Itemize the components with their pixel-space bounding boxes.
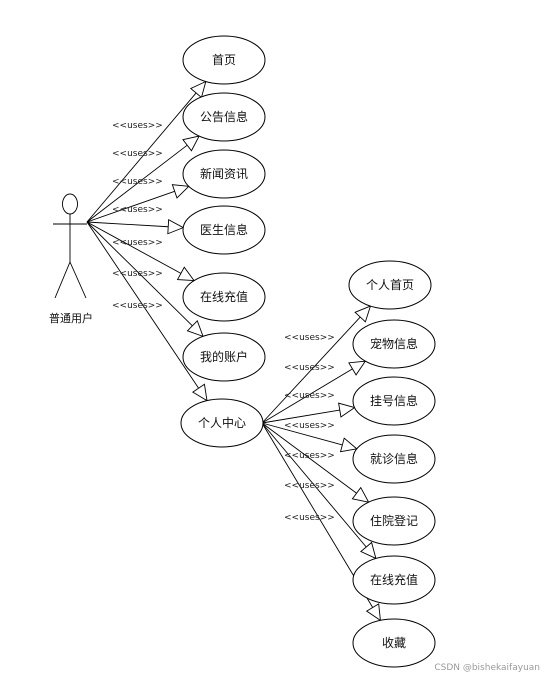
actor-figure: [53, 193, 87, 299]
use-case-label: 个人首页: [366, 278, 414, 292]
uses-label: <<uses>>: [284, 513, 335, 523]
uses-label: <<uses>>: [284, 391, 335, 401]
actor-link-arrowhead: [189, 80, 207, 99]
use-case-profile: 个人首页: [348, 260, 432, 310]
uses-label: <<uses>>: [112, 149, 163, 159]
use-case-label: 首页: [212, 53, 236, 67]
center-link-line: [261, 422, 367, 548]
use-case-recharge2: 在线充值: [352, 555, 436, 605]
actor-link-line: [86, 190, 175, 223]
use-case-ellipse: [180, 398, 264, 448]
use-case-pet: 宠物信息: [352, 319, 436, 369]
center-link-arrowhead: [360, 541, 377, 560]
actor-link-line: [86, 144, 188, 223]
uses-label: <<uses>>: [112, 238, 163, 248]
center-link-arrowhead: [348, 360, 367, 376]
actor-left-leg: [54, 261, 71, 299]
uses-label: <<uses>>: [112, 205, 163, 215]
center-link-arrowhead: [338, 402, 356, 418]
center-link-line: [261, 422, 357, 494]
actor-link-arrowhead: [191, 383, 208, 402]
use-case-label: 在线充值: [370, 572, 418, 587]
use-case-ellipse: [182, 272, 266, 322]
use-case-news: 新闻资讯: [182, 149, 266, 199]
use-case-label: 个人中心: [198, 415, 246, 430]
watermark: CSDN @bishekaifayuan: [434, 663, 540, 673]
use-case-label: 收藏: [382, 636, 406, 650]
uses-label: <<uses>>: [284, 333, 335, 343]
uses-label: <<uses>>: [284, 421, 335, 431]
use-case-recharge: 在线充值: [182, 272, 266, 322]
use-case-ellipse: [352, 376, 436, 426]
actor-link-line: [86, 92, 197, 223]
center-link-line: [261, 422, 343, 446]
actor-right-leg: [69, 261, 87, 299]
uses-label: <<uses>>: [112, 269, 163, 279]
use-case-ellipse: [182, 35, 266, 85]
uses-label: <<uses>>: [284, 451, 335, 461]
use-case-label: 新闻资讯: [200, 166, 248, 181]
center-link-arrowhead: [365, 603, 381, 622]
use-case-doctor: 医生信息: [182, 205, 266, 255]
center-link-line: [261, 409, 340, 424]
use-case-ellipse: [352, 555, 436, 605]
actor-link-arrowhead: [182, 135, 200, 152]
center-link-arrowhead: [339, 437, 358, 453]
use-case-visit: 就诊信息: [352, 434, 436, 484]
use-case-favorite: 收藏: [352, 618, 436, 668]
use-case-ellipse: [182, 332, 266, 382]
use-case-label: 在线充值: [200, 289, 248, 304]
actor-link-arrowhead: [176, 266, 195, 282]
actor-link-arrowhead: [167, 219, 185, 235]
center-link-arrowhead: [351, 486, 370, 503]
use-case-label: 住院登记: [370, 513, 418, 528]
actor-link-line: [86, 221, 193, 327]
use-case-label: 就诊信息: [370, 451, 418, 466]
use-case-ellipse: [352, 618, 436, 668]
actor-links: <<uses>> <<uses>> <<uses>> <<uses>> <<uses>>…: [86, 80, 208, 402]
use-case-label: 医生信息: [200, 222, 248, 237]
actor-label: 普通用户: [49, 311, 93, 325]
use-case-hospital: 住院登记: [352, 496, 436, 546]
actor-link-arrowhead: [186, 320, 204, 338]
use-case-register: 挂号信息: [352, 376, 436, 426]
use-case-ellipse: [352, 496, 436, 546]
use-case-label: 公告信息: [200, 109, 248, 124]
actor-link-line: [86, 221, 169, 228]
actor-link-line: [86, 221, 200, 389]
use-case-center: 个人中心: [180, 398, 264, 448]
use-case-label: 宠物信息: [370, 336, 418, 351]
use-case-notice: 公告信息: [182, 92, 266, 142]
use-case-ellipse: [182, 205, 266, 255]
center-link-line: [261, 316, 361, 424]
use-case-ellipse: [348, 260, 432, 310]
center-link-arrowhead: [354, 305, 372, 323]
use-case-ellipse: [352, 434, 436, 484]
center-link-line: [261, 368, 353, 424]
use-case-ellipse: [352, 319, 436, 369]
use-case-label: 挂号信息: [370, 393, 418, 408]
uses-label: <<uses>>: [112, 121, 163, 131]
uses-label: <<uses>>: [112, 301, 163, 311]
use-case-account: 我的账户: [182, 332, 266, 382]
uses-label: <<uses>>: [284, 481, 335, 491]
use-case-ellipse: [182, 92, 266, 142]
use-case-ellipse: [182, 149, 266, 199]
use-case-home: 首页: [182, 35, 266, 85]
uses-label: <<uses>>: [284, 363, 335, 373]
uses-label: <<uses>>: [112, 177, 163, 187]
use-case-label: 我的账户: [200, 349, 248, 364]
actor-link-arrowhead: [171, 184, 190, 199]
actor-link-line: [86, 221, 182, 274]
actor-head: [62, 193, 78, 215]
